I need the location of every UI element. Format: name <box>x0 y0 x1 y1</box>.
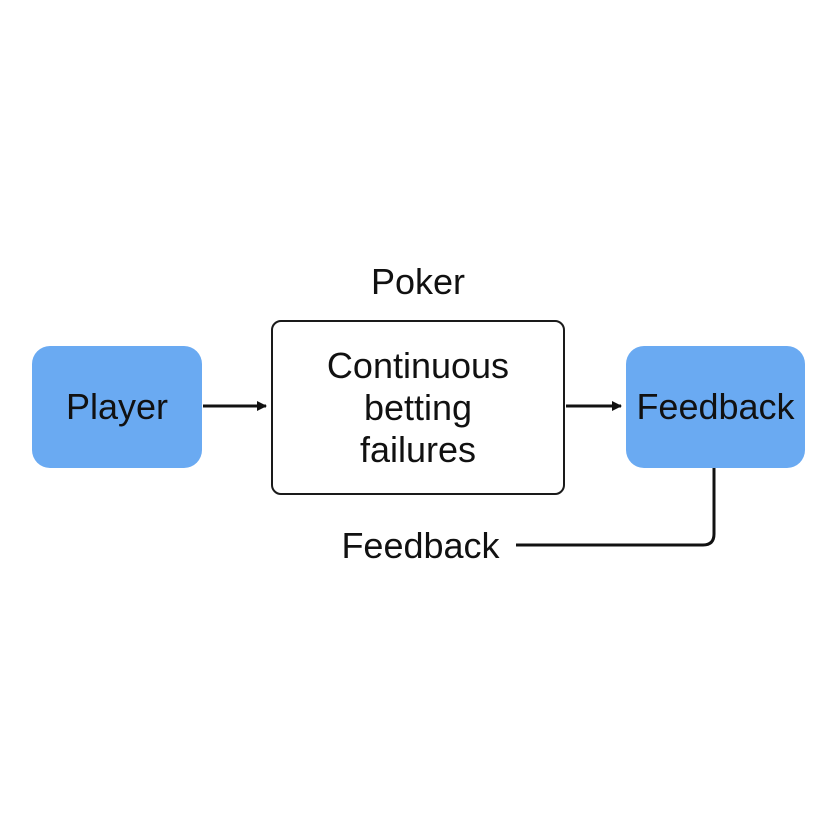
feedback-node-label: Feedback <box>636 386 795 427</box>
feedback-node: Feedback <box>626 346 805 468</box>
loop-label-feedback: Feedback <box>341 525 500 566</box>
player-node-label: Player <box>65 386 169 427</box>
player-node: Player <box>32 346 202 468</box>
process-node: Continuous betting failures <box>271 320 565 495</box>
feedback-loop-line <box>516 468 716 547</box>
process-node-label: Continuous betting failures <box>326 344 510 470</box>
group-label-poker: Poker <box>370 261 466 302</box>
